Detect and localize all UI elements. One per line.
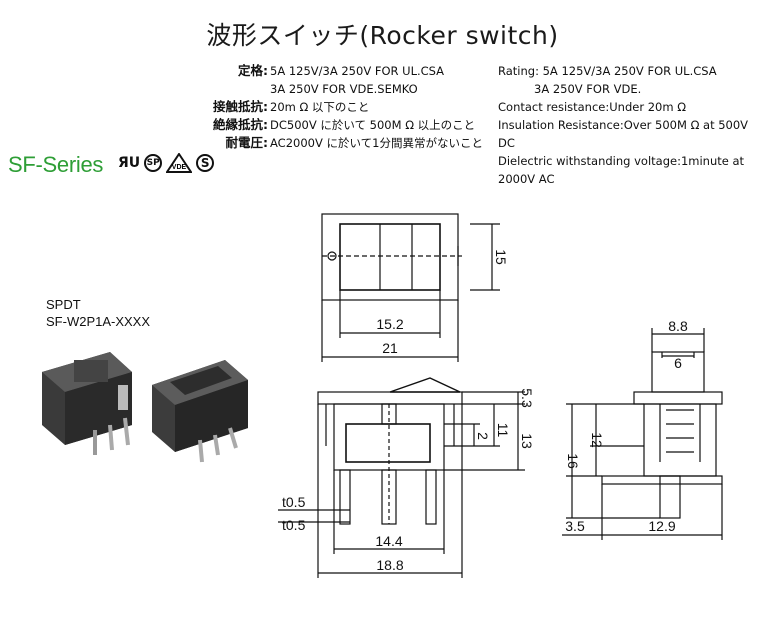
spec-value: 3A 250V FOR VDE.SEMKO	[270, 82, 418, 96]
dim-front-inner-width: 14.4	[375, 533, 402, 549]
spec-en-dielectric: Dielectric withstanding voltage:1minute …	[498, 154, 745, 186]
spec-en-rating: Rating: 5A 125V/3A 250V FOR UL.CSA	[498, 64, 717, 78]
dim-top-inner-width: 15.2	[376, 316, 403, 332]
csa-mark-icon: SP	[144, 154, 163, 172]
dim-front-t2: t0.5	[282, 517, 306, 533]
dim-side-top-inner: 6	[674, 355, 682, 371]
specs-japanese: 定格: 5A 125V/3A 250V FOR UL.CSA 3A 250V F…	[198, 62, 483, 152]
model-info: SPDT SF-W2P1A-XXXX	[46, 296, 150, 330]
dim-side-width: 12.9	[648, 518, 675, 534]
spec-row-dielectric: 耐電圧: AC2000V に於いて1分間異常がないこと	[198, 134, 483, 152]
spec-value: AC2000V に於いて1分間異常がないこと	[270, 136, 483, 150]
dim-side-mid: 12	[589, 432, 605, 448]
spec-value: 5A 125V/3A 250V FOR UL.CSA	[270, 64, 445, 78]
spec-row-insulation: 絶縁抵抗: DC500V に於いて 500M Ω 以上のこと	[198, 116, 483, 134]
series-name: SF-Series	[8, 152, 104, 177]
spec-en-rating-vde: 3A 250V FOR VDE.	[534, 82, 642, 96]
dim-front-b: 11	[495, 423, 511, 438]
dim-top-height: 15	[493, 249, 509, 265]
dim-front-outer-width: 18.8	[376, 557, 403, 573]
spec-value: DC500V に於いて 500M Ω 以上のこと	[270, 118, 476, 132]
part-number: SF-W2P1A-XXXX	[46, 314, 151, 329]
ul-mark-icon: ЯU	[118, 155, 141, 171]
page-title: 波形スイッチ(Rocker switch)	[206, 21, 559, 50]
semko-mark-icon: S	[196, 154, 215, 172]
dim-side-pin: 3.5	[565, 518, 585, 534]
spec-row-contact: 接触抵抗: 20m Ω 以下のこと	[198, 98, 483, 116]
switch-type: SPDT	[46, 297, 81, 312]
dim-front-top: 5.3	[519, 388, 535, 408]
spec-label: 絶縁抵抗:	[213, 117, 268, 132]
vde-mark-icon: VDE	[166, 153, 193, 173]
spec-en-contact: Contact resistance:Under 20m Ω	[498, 100, 686, 114]
top-view-outline	[321, 213, 459, 301]
spec-label: 接触抵抗:	[213, 99, 268, 114]
spec-en-insulation: Insulation Resistance:Over 500M Ω at 500…	[498, 118, 749, 150]
spec-row-rating-vde: 3A 250V FOR VDE.SEMKO	[198, 80, 483, 98]
specs-english: Rating: 5A 125V/3A 250V FOR UL.CSA 3A 25…	[498, 62, 765, 188]
dim-front-c: 13	[519, 433, 535, 449]
spec-label: 定格:	[238, 63, 268, 78]
dim-front-t1: t0.5	[282, 494, 306, 510]
vde-mark-label: VDE	[172, 164, 187, 171]
dim-side-height: 16	[565, 453, 581, 469]
certification-marks: ЯU SP VDE S	[118, 153, 215, 173]
dim-top-outer-width: 21	[382, 340, 398, 356]
spec-label: 耐電圧:	[225, 135, 269, 150]
dim-side-top-outer: 8.8	[668, 318, 688, 334]
spec-row-rating: 定格: 5A 125V/3A 250V FOR UL.CSA	[198, 62, 483, 80]
dim-front-a: 2	[475, 432, 491, 440]
spec-value: 20m Ω 以下のこと	[270, 100, 370, 114]
